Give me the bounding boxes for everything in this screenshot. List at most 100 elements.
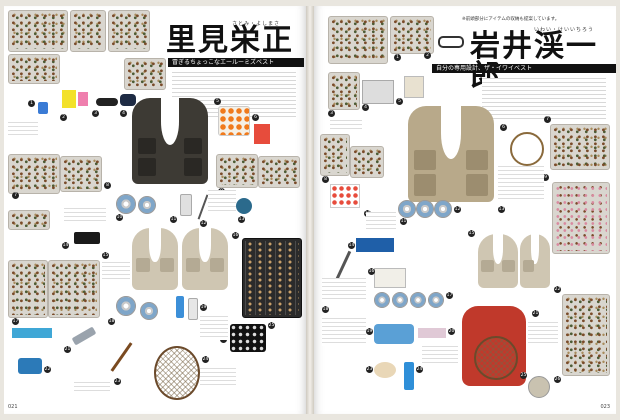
spray-bottle: [404, 362, 414, 390]
right-page: ※前頭部分にアイテムの収納も提案しています。 岩井渓一郎 いわい・けいいちろう …: [314, 6, 616, 414]
caption-block: [322, 278, 366, 302]
landing-net: [154, 346, 200, 400]
item-number: 11: [170, 216, 177, 223]
fishing-vest: [132, 98, 208, 184]
tippet-card-icon: [374, 268, 406, 288]
item-number: 2: [424, 52, 431, 59]
fly-box: [258, 156, 300, 188]
tippet-spool: [140, 302, 158, 320]
fly-box: [328, 16, 388, 64]
item-number: 10: [116, 214, 123, 221]
fly-box: [550, 124, 610, 170]
item-number: 21: [64, 346, 71, 353]
fly-box: [328, 72, 360, 110]
item-number: 25: [268, 322, 275, 329]
item-number: 23: [366, 366, 373, 373]
tippet-spool: [434, 200, 452, 218]
tippet-spool: [410, 292, 426, 308]
item-number: 7: [544, 116, 551, 123]
tippet-spool: [416, 200, 434, 218]
fly-box: [350, 146, 384, 178]
item-number: 1: [28, 100, 35, 107]
tippet-spool: [428, 292, 444, 308]
item-number: 8: [322, 176, 329, 183]
item-number: 19: [366, 328, 373, 335]
item-number: 17: [446, 292, 453, 299]
tippet-spool: [116, 194, 136, 214]
orange-indicator-box: [218, 106, 250, 136]
item-number: 26: [554, 376, 561, 383]
fly-box: [562, 294, 610, 376]
forceps-icon: [335, 250, 352, 280]
caption-block: [422, 346, 458, 366]
item-number: 22: [554, 286, 561, 293]
floatant-icon: [38, 102, 48, 114]
caption-block: [102, 262, 130, 282]
item-number: 3: [92, 110, 99, 117]
tippet-spool: [116, 296, 136, 316]
caption-block: [498, 166, 544, 202]
item-number: 13: [238, 216, 245, 223]
fishing-vest-back: [132, 228, 178, 290]
fly-box: [242, 238, 302, 318]
tippet-spool: [398, 200, 416, 218]
gloves-icon: [18, 358, 42, 374]
leader-wallet-icon: [362, 80, 394, 104]
fly-box: [124, 58, 166, 90]
caption-block: [322, 316, 366, 346]
glasses-icon: [438, 36, 464, 48]
tippet-spool: [138, 196, 156, 214]
item-number: 12: [454, 206, 461, 213]
page-subtitle-bar: 冒ぎるちょっこなエールーミズベスト: [168, 58, 304, 67]
item-number: 15: [468, 230, 475, 237]
name-ruby: さとみ・よしまさ: [232, 21, 281, 27]
ruler-icon: [12, 328, 52, 338]
fly-box: [60, 156, 102, 192]
item-number: 5: [396, 98, 403, 105]
line-clipper-icon: [74, 232, 100, 244]
sunglasses-icon: [96, 98, 118, 106]
fly-box: [70, 10, 106, 52]
item-number: 20: [448, 328, 455, 335]
caption-block: [64, 206, 106, 224]
page-subtitle-bar: 自分の専用設計、ザ・イワイベスト: [432, 64, 616, 73]
lanyard-icon: [510, 132, 544, 166]
item-number: 2: [60, 114, 67, 121]
fly-line-package-icon: [356, 238, 394, 252]
item-number: 23: [114, 378, 121, 385]
item-number: 11: [400, 218, 407, 225]
name-ruby: いわい・けいいちろう: [534, 27, 595, 33]
tweezers-icon: [374, 362, 396, 378]
fly-box: [48, 260, 100, 318]
caption-block: [200, 314, 228, 340]
net-handle-icon: [110, 342, 133, 372]
caption-block: [330, 118, 362, 132]
gloves-icon: [374, 324, 414, 344]
item-number: 24: [202, 356, 209, 363]
left-page: さとみ・よしまさ 里見栄正 冒ぎるちょっこなエールーミズベスト: [4, 6, 306, 414]
item-number: 16: [232, 232, 239, 239]
item-number: 4: [120, 110, 127, 117]
fly-box: [8, 54, 60, 84]
tag-icon: [418, 328, 446, 338]
item-number: 19: [200, 304, 207, 311]
item-number: 8: [104, 182, 111, 189]
item-number: 9: [542, 174, 549, 181]
yellow-patch: [62, 90, 76, 108]
reel-icon: [528, 376, 550, 398]
forceps-icon: [197, 194, 209, 220]
landing-net: [474, 336, 518, 380]
item-number: 21: [532, 310, 539, 317]
item-number: 16: [368, 268, 375, 275]
fly-box: [216, 154, 258, 188]
item-number: 3: [328, 110, 335, 117]
sunglasses-case-icon: [120, 94, 136, 106]
item-number: 18: [108, 318, 115, 325]
item-number: 14: [62, 242, 69, 249]
spray-bottle: [188, 298, 198, 320]
top-note: ※前頭部分にアイテムの収納も提案しています。: [462, 17, 560, 22]
item-number: 12: [200, 220, 207, 227]
item-number: 14: [348, 242, 355, 249]
item-number: 5: [214, 98, 221, 105]
caption-block: [208, 190, 236, 214]
